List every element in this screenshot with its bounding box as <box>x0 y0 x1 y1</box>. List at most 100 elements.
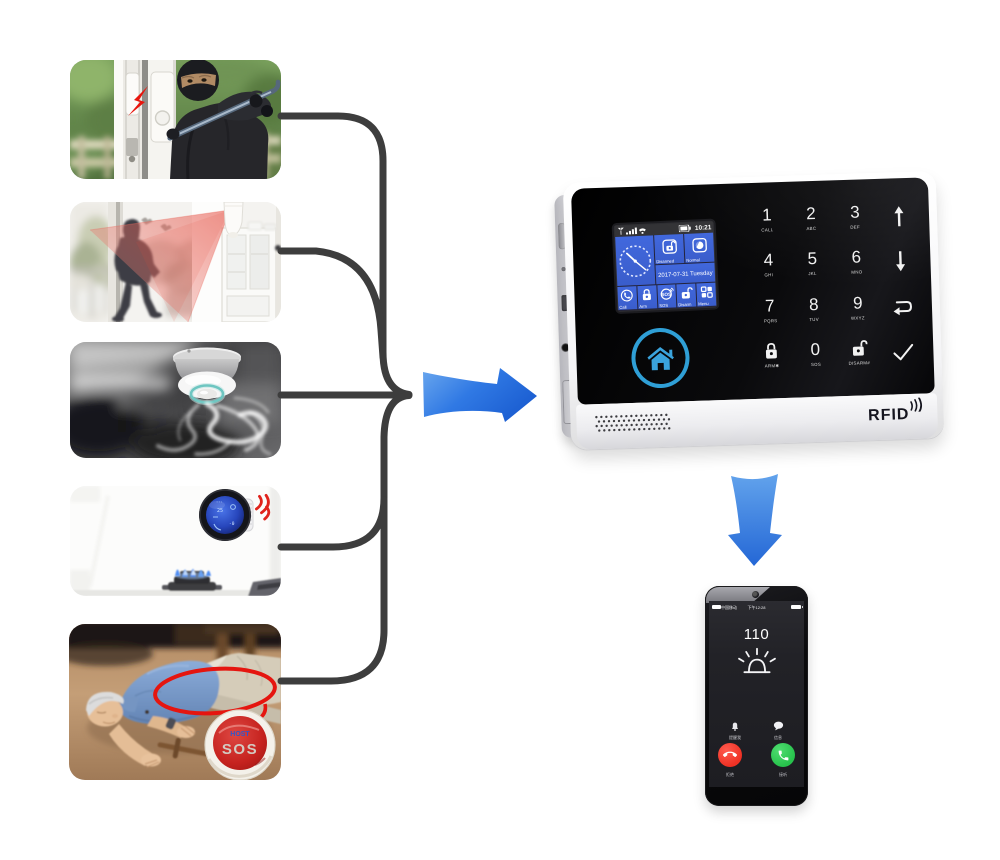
panel-home-button[interactable] <box>630 327 691 389</box>
key-digit: 6 <box>851 247 862 268</box>
remind-icon <box>732 722 738 731</box>
lcd-status-right: 10:21 <box>678 223 711 233</box>
message-label: 信息 <box>774 735 782 740</box>
lcd-date-text: 2017-07-31 Tuesday <box>657 268 713 278</box>
key-letters: TUV <box>809 316 820 322</box>
unlocked-badge-icon <box>661 239 677 255</box>
smartphone: 中国移动 下午12:28 110 <box>705 586 808 806</box>
lcd-sos-label: SOS <box>658 303 668 309</box>
sos-button-host-label: HOST <box>230 731 250 738</box>
remind-action[interactable]: 提醒我 <box>723 721 747 743</box>
lcd-clock-tile[interactable] <box>615 235 656 286</box>
photo-gas-detector: 25 -0 ::: <box>70 486 281 596</box>
key-letters: GHI <box>764 272 774 278</box>
smoke-detector-illustration <box>70 342 281 458</box>
phone-accept-icon <box>778 750 788 760</box>
key-backspace[interactable] <box>879 284 924 331</box>
lcd-signal-icons <box>617 227 646 235</box>
key-digit: 0 <box>810 340 821 360</box>
lcd-battery-icon <box>678 224 691 233</box>
phone-screen: 中国移动 下午12:28 110 <box>709 601 804 787</box>
home-icon <box>647 347 674 371</box>
rfid-label: RFID <box>867 406 910 425</box>
alarm-lightning-icon <box>128 86 148 116</box>
gas-detector-illustration: 25 -0 ::: <box>70 486 281 596</box>
key-arm[interactable]: ARM✱ <box>749 333 794 380</box>
key-arrow-down[interactable] <box>878 238 923 285</box>
lcd-menu-tile[interactable]: Menu <box>696 282 717 307</box>
lcd-normal-label: Normal <box>686 257 700 263</box>
decline-call-button[interactable]: 拒绝 <box>716 743 744 780</box>
accept-circle[interactable] <box>771 743 795 767</box>
photo-fallen-elder-sos: HOST SOS <box>69 624 281 780</box>
key-8[interactable]: 8 TUV <box>791 286 836 333</box>
rfid-waves-icon <box>910 397 923 413</box>
key-4[interactable]: 4 GHI <box>746 242 791 289</box>
message-action[interactable]: 信息 <box>766 721 790 743</box>
lcd-arm-tile[interactable]: Arm <box>637 285 657 310</box>
key-letters: JKL <box>808 271 818 277</box>
lcd-call-tile[interactable]: Call <box>617 286 638 310</box>
sos-button-sos-label: SOS <box>222 741 258 758</box>
phone-quick-actions: 提醒我 信息 <box>709 721 804 743</box>
backspace-arrow-icon <box>893 300 912 316</box>
key-1[interactable]: 1 CALL <box>744 197 789 244</box>
key-0[interactable]: 0 SOS <box>793 332 838 379</box>
check-icon <box>893 344 914 361</box>
key-digit: 8 <box>808 294 819 314</box>
panel-lcd-screen: 10:21 <box>613 220 718 312</box>
key-digit: 9 <box>852 293 863 313</box>
lcd-normal-tile[interactable]: Normal <box>684 232 715 263</box>
phone-status-bar: 中国移动 下午12:28 <box>711 603 803 611</box>
photo-smoke-detector <box>70 342 281 458</box>
phone-camera <box>752 591 759 598</box>
phone-icon <box>621 289 634 302</box>
message-bubble-icon <box>773 721 783 731</box>
key-letters: CALL <box>761 227 774 233</box>
phone-battery-icon <box>791 605 803 609</box>
svg-text:SOS: SOS <box>661 292 671 297</box>
lcd-menu-row: Call Arm <box>617 282 717 310</box>
key-arrow-up[interactable] <box>876 193 921 240</box>
key-3[interactable]: 3 DEF <box>832 194 877 241</box>
panel-glass: 10:21 <box>570 177 935 405</box>
lcd-date-tile: 2017-07-31 Tuesday <box>655 262 716 285</box>
speaker-grille <box>595 413 671 432</box>
accept-call-button[interactable]: 接听 <box>769 743 797 780</box>
lcd-disarmed-label: Disarmed <box>656 258 675 265</box>
key-disarm[interactable]: DISARM# <box>837 330 882 377</box>
key-confirm[interactable] <box>881 329 926 376</box>
lcd-disarmed-tile[interactable]: Disarmed <box>654 234 685 265</box>
key-digit: 2 <box>805 203 816 223</box>
svg-text:-0: -0 <box>229 521 235 527</box>
arrow-up-icon <box>894 206 904 227</box>
key-9[interactable]: 9 WXYZ <box>835 285 880 332</box>
phone-signal-icon <box>712 605 721 609</box>
lcd-disarm-label: Disarm <box>678 302 692 308</box>
lcd-time: 10:21 <box>694 223 711 232</box>
arrow-right <box>423 368 537 422</box>
key-letters: WXYZ <box>851 315 866 321</box>
accept-label: 接听 <box>779 772 787 777</box>
key-5[interactable]: 5 JKL <box>790 241 835 288</box>
lcd-sos-tile[interactable]: SOS SOS <box>656 284 677 309</box>
key-2[interactable]: 2 ABC <box>788 195 833 242</box>
key-7[interactable]: 7 PQRS <box>747 288 792 335</box>
sos-circle-icon: SOS <box>660 287 674 300</box>
remind-label: 提醒我 <box>729 735 741 740</box>
key-letters: MNO <box>851 269 863 276</box>
fallen-elder-illustration: HOST SOS <box>69 624 281 780</box>
key-letters: DEF <box>850 224 861 230</box>
siren-icon <box>737 647 776 674</box>
decline-circle[interactable] <box>718 743 742 767</box>
arrow-down-icon <box>896 251 906 272</box>
arrow-down <box>728 474 782 566</box>
key-6[interactable]: 6 MNO <box>834 239 879 286</box>
key-digit: 4 <box>763 250 774 270</box>
unlock-icon <box>681 287 693 299</box>
lcd-disarm-tile[interactable]: Disarm <box>676 283 697 308</box>
lcd-call-label: Call <box>619 304 627 310</box>
pir-intruder-illustration <box>70 202 281 322</box>
alarm-panel: 10:21 <box>554 171 945 450</box>
